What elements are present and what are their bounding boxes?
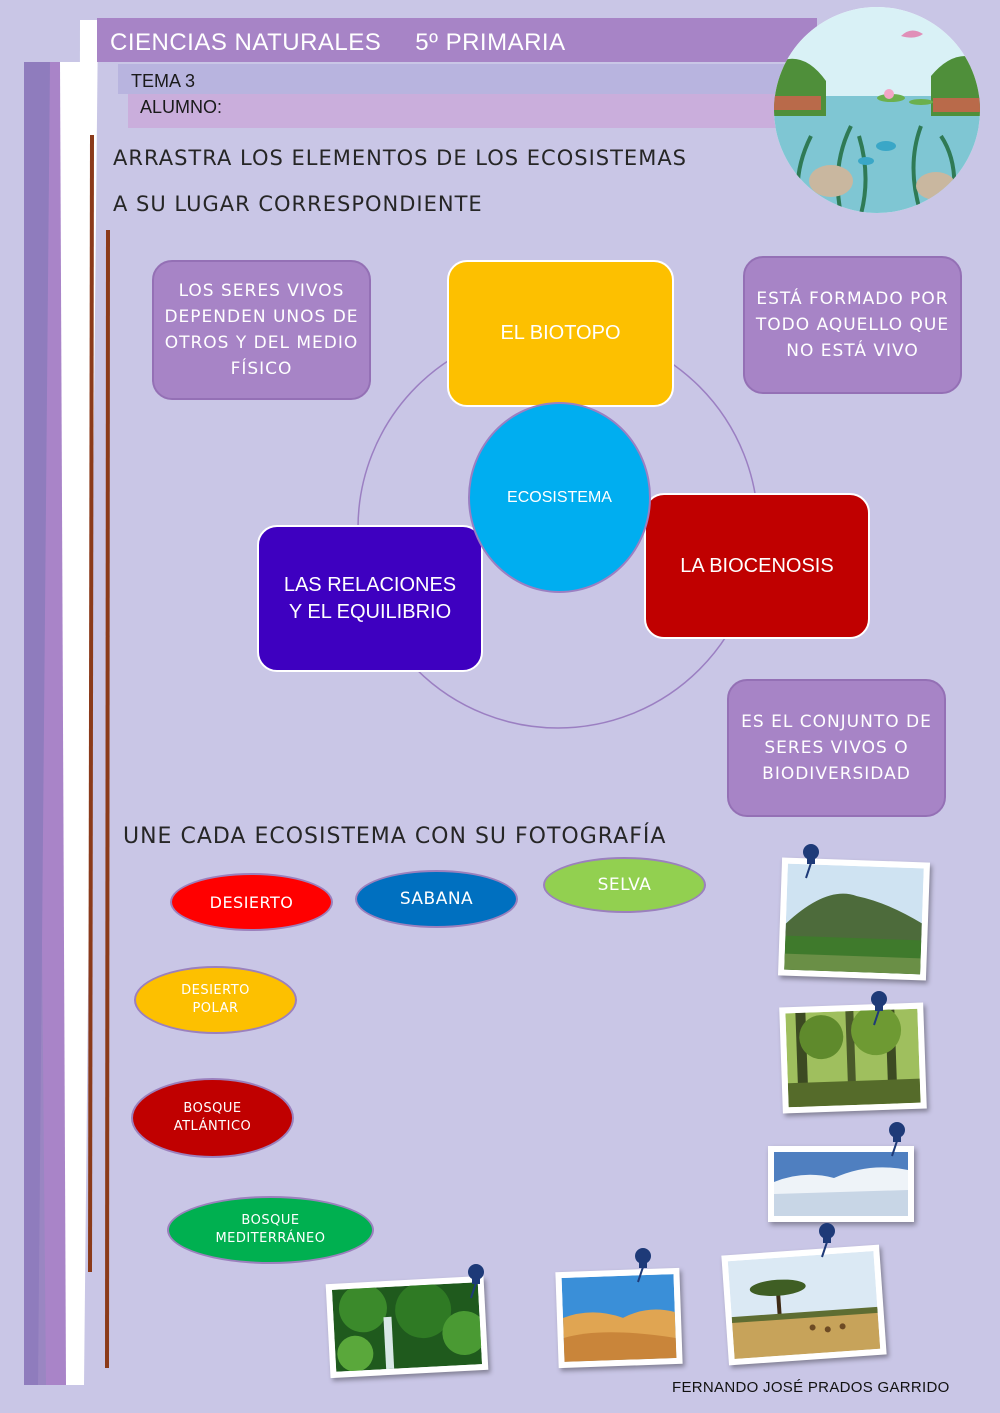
label-desierto[interactable]: DESIERTO (170, 873, 333, 931)
definition-biotopo[interactable]: ESTÁ FORMADO POR TODO AQUELLO QUE NO EST… (743, 256, 962, 394)
pushpin-icon (871, 991, 887, 1026)
pushpin-icon (635, 1248, 651, 1283)
topic-label: TEMA 3 (131, 71, 196, 91)
grade-label: 5º PRIMARIA (415, 29, 566, 56)
definition-relaciones[interactable]: LOS SERES VIVOS DEPENDEN UNOS DE OTROS Y… (152, 260, 371, 400)
definition-biocenosis[interactable]: ES EL CONJUNTO DE SERES VIVOS O BIODIVER… (727, 679, 946, 817)
header-band-title (97, 18, 817, 62)
label-bosque-atlantico[interactable]: BOSQUE ATLÁNTICO (131, 1078, 294, 1158)
subject-label: CIENCIAS NATURALES (110, 29, 382, 56)
pushpin-icon (468, 1264, 484, 1299)
photo-jungle[interactable] (325, 1275, 489, 1379)
label-desierto-polar[interactable]: DESIERTO POLAR (134, 966, 297, 1034)
concept-biotopo: EL BIOTOPO (447, 260, 674, 407)
label-bosque-mediterraneo[interactable]: BOSQUE MEDITERRÁNEO (167, 1196, 374, 1264)
concept-biocenosis: LA BIOCENOSIS (644, 493, 870, 639)
photo-atlantic-forest[interactable] (779, 1002, 927, 1114)
label-selva[interactable]: SELVA (543, 857, 706, 913)
pushpin-icon (889, 1122, 905, 1157)
pond-ecosystem-illustration (774, 7, 980, 213)
photo-desert[interactable] (555, 1267, 683, 1369)
label-sabana[interactable]: SABANA (355, 870, 518, 928)
pushpin-icon (803, 844, 819, 879)
instruction-drag-line1: ARRASTRA LOS ELEMENTOS DE LOS ECOSISTEMA… (113, 146, 688, 170)
center-ecosistema: ECOSISTEMA (468, 402, 651, 593)
photo-mountain-forest[interactable] (777, 857, 931, 981)
header-title: CIENCIAS NATURALES 5º PRIMARIA (110, 29, 566, 57)
instruction-match: UNE CADA ECOSISTEMA CON SU FOTOGRAFÍA (123, 824, 667, 849)
left-decoration (0, 0, 110, 1413)
pushpin-icon (819, 1223, 835, 1258)
concept-relaciones: LAS RELACIONES Y EL EQUILIBRIO (257, 525, 483, 672)
header-band-topic (118, 64, 808, 94)
instruction-drag-line2: A SU LUGAR CORRESPONDIENTE (113, 192, 483, 216)
student-label: ALUMNO: (140, 97, 223, 117)
photo-savanna[interactable] (721, 1244, 887, 1366)
photo-polar-desert[interactable] (768, 1146, 914, 1222)
header-band-student (128, 94, 808, 128)
author-credit: FERNANDO JOSÉ PRADOS GARRIDO (672, 1379, 950, 1396)
